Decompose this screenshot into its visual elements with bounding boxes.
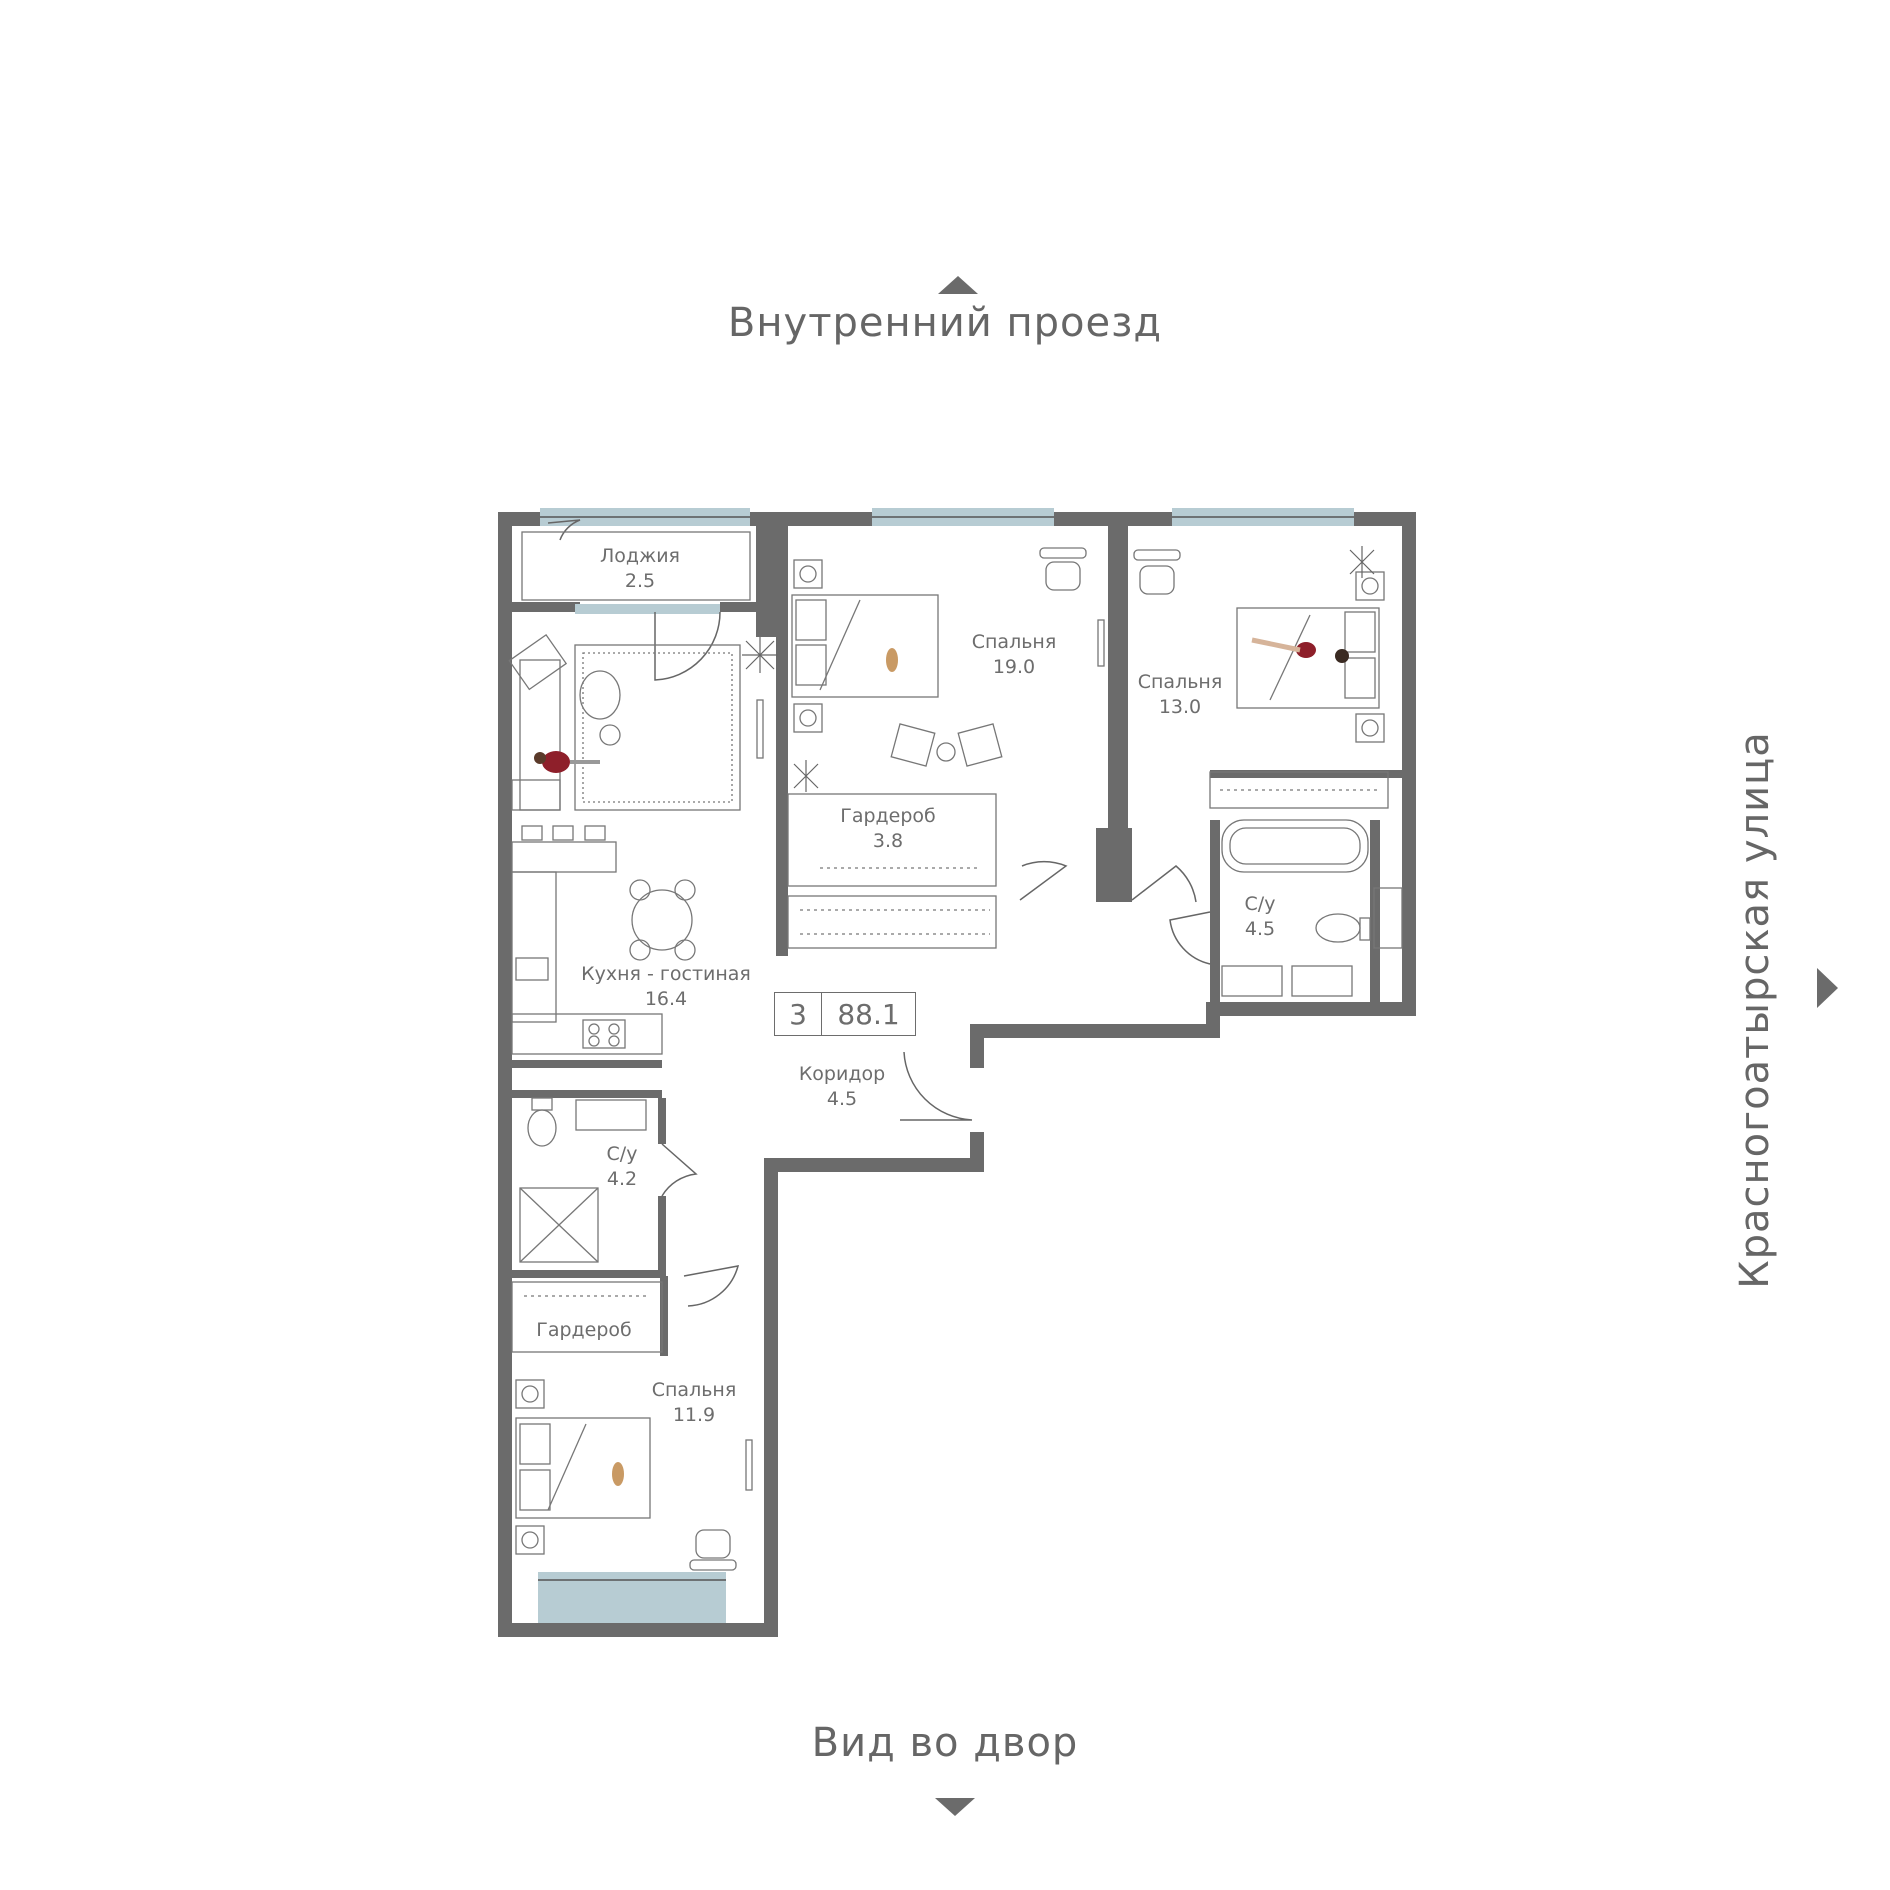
door-bath-2 xyxy=(661,1143,698,1197)
south-arrow-icon xyxy=(935,1798,975,1816)
apartment-badge: 3 88.1 xyxy=(774,992,916,1036)
bed-2 xyxy=(1236,607,1380,709)
bathtub xyxy=(1221,819,1369,873)
rug xyxy=(574,644,741,811)
desk-chair-1 xyxy=(1045,561,1081,591)
kitchen-cooktop xyxy=(511,1013,663,1055)
orientation-bottom-label: Вид во двор xyxy=(811,1720,1079,1766)
plant-icon xyxy=(742,546,1375,792)
bed-1 xyxy=(791,594,939,698)
door-bath-1 xyxy=(1169,911,1211,965)
tv xyxy=(756,699,764,759)
bed-3 xyxy=(515,1417,651,1519)
desk-chair-3 xyxy=(695,1529,731,1559)
orientation-right-label: Красногоатырская улица xyxy=(1732,731,1778,1289)
sink-3 xyxy=(575,1099,647,1131)
desk-chair-2 xyxy=(1139,565,1175,595)
east-arrow-icon xyxy=(1817,968,1838,1008)
tv-bedroom-3 xyxy=(745,1439,753,1491)
sink-2 xyxy=(1291,965,1353,997)
sink-1 xyxy=(1221,965,1283,997)
coffee-table xyxy=(579,670,621,720)
walls xyxy=(498,512,1416,1637)
door-loggia xyxy=(654,611,721,681)
armchair-2 xyxy=(957,723,1003,767)
door-loggia-out xyxy=(547,519,581,541)
furniture xyxy=(508,531,1403,1571)
person-icon xyxy=(534,637,1349,773)
window-living xyxy=(575,604,720,614)
door-entrance xyxy=(900,1051,973,1121)
room-label-wardrobe-2: Гардероб xyxy=(536,1319,632,1341)
doors xyxy=(547,519,1211,1307)
dining-table xyxy=(631,889,693,951)
armchair-1 xyxy=(890,723,936,767)
orientation-top-label: Внутренний проезд xyxy=(727,300,1163,346)
door-bedroom-1 xyxy=(1019,860,1068,901)
toilet-2 xyxy=(527,1109,557,1147)
pet-icon xyxy=(612,648,898,1486)
wardrobe-1-box xyxy=(787,793,997,887)
apartment-total-area: 88.1 xyxy=(837,997,900,1031)
shower xyxy=(519,1187,599,1263)
tv-bedroom-1 xyxy=(1097,619,1105,667)
door-bedroom-2 xyxy=(1131,865,1197,903)
apartment-room-count: 3 xyxy=(775,993,822,1035)
armchair xyxy=(508,633,568,691)
bar-counter xyxy=(511,841,617,873)
windows xyxy=(538,508,1354,1623)
north-arrow-icon xyxy=(938,276,978,294)
door-bedroom-3 xyxy=(683,1265,740,1307)
kitchen-counter xyxy=(511,871,557,1023)
toilet-1 xyxy=(1315,913,1361,943)
